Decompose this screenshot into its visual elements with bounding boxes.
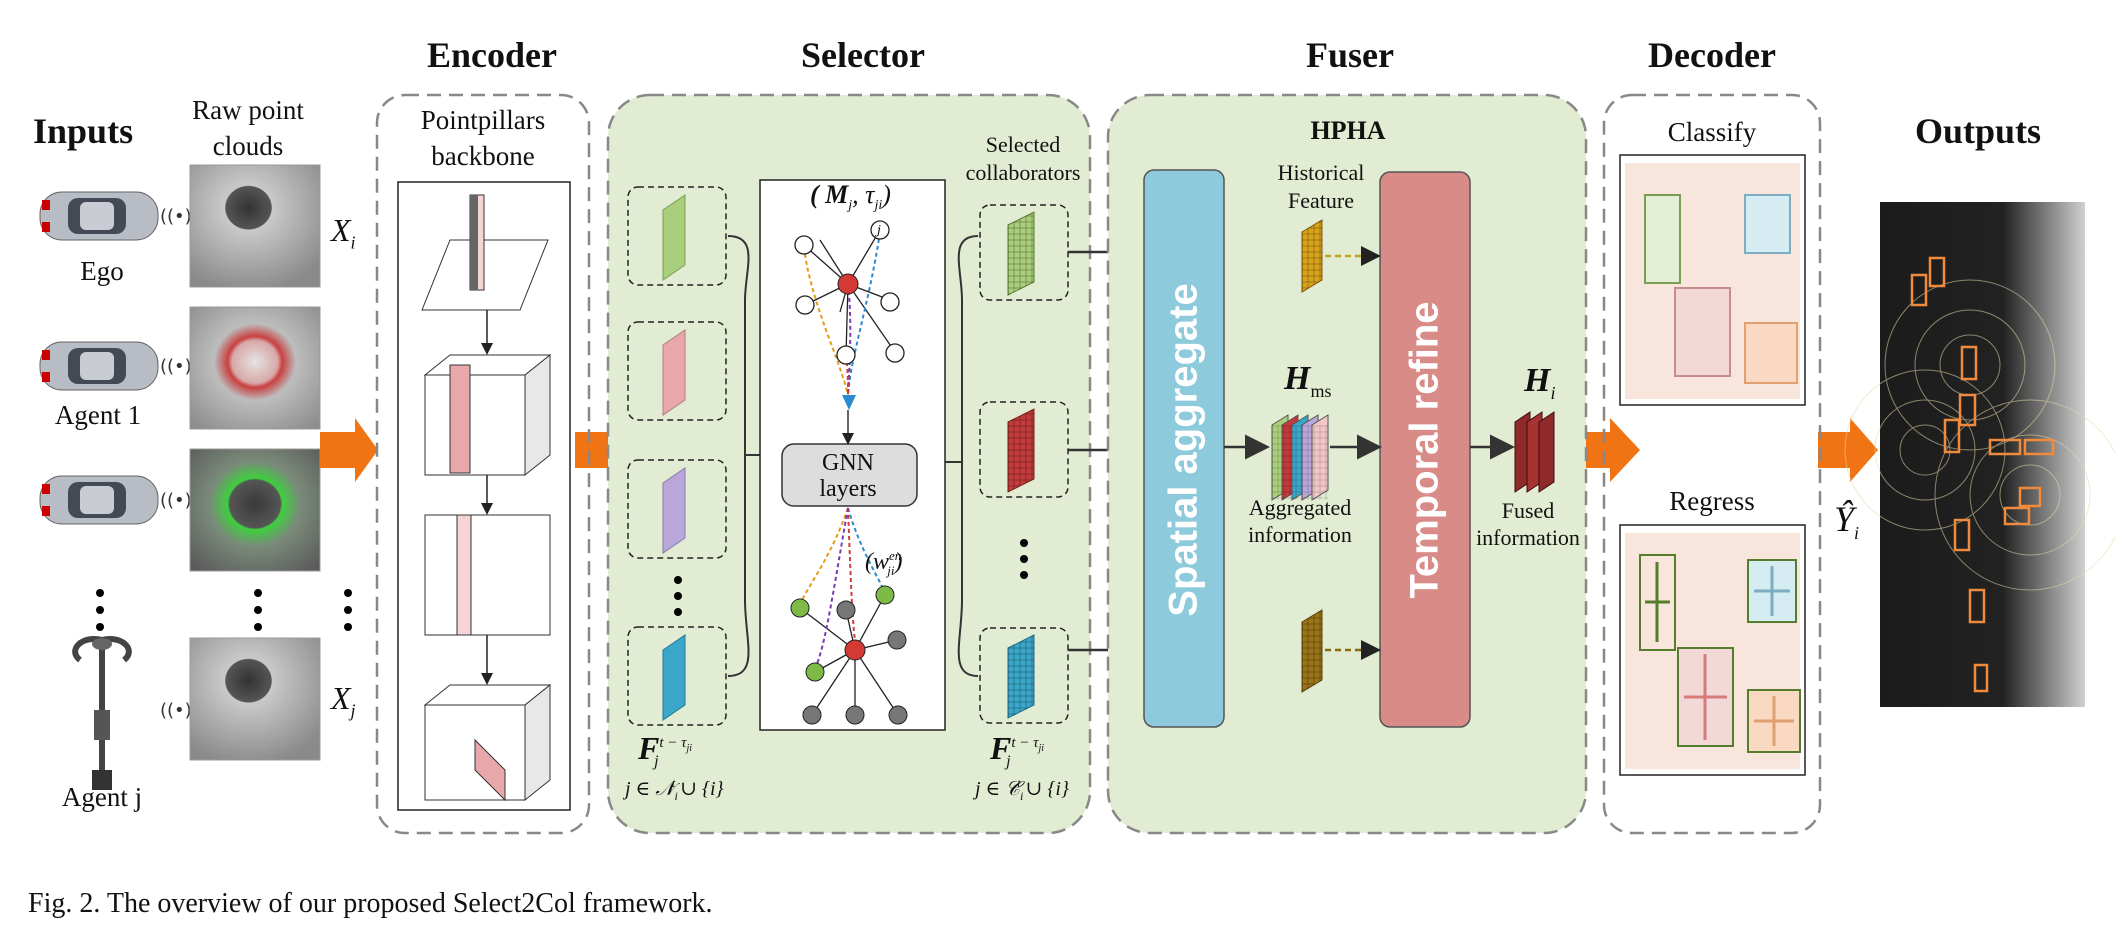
inputs-title: Inputs xyxy=(33,111,134,151)
hi-symbol: Hi xyxy=(1524,362,1556,403)
point-cloud-agent1 xyxy=(189,306,321,430)
prediction-symbol: Ŷi xyxy=(1834,499,1860,544)
classify-label: Classify xyxy=(1667,117,1757,147)
historical-feature-top xyxy=(1301,219,1323,293)
gnn-label-1: GNN xyxy=(822,450,874,476)
svg-text:((•)): ((•)) xyxy=(160,206,199,227)
svg-text:((•)): ((•)) xyxy=(160,700,199,721)
fuser-panel xyxy=(1106,93,1588,835)
temporal-refine-label: Temporal refine xyxy=(1402,301,1447,599)
decoder-panel xyxy=(1602,93,1822,835)
svg-text:((•)): ((•)) xyxy=(160,490,199,511)
figure-caption: Fig. 2. The overview of our proposed Sel… xyxy=(28,888,713,919)
output-detection-map xyxy=(1844,202,2115,707)
spatial-aggregate-block xyxy=(1143,169,1225,728)
xj-symbol: Xj xyxy=(331,680,356,721)
encoder-panel xyxy=(375,93,591,835)
selected-feature-blue xyxy=(1007,634,1035,719)
selected-feature-green xyxy=(1007,211,1035,296)
roadside-unit-icon xyxy=(72,636,132,790)
xi-symbol: Xi xyxy=(331,212,356,253)
feature-map-green xyxy=(662,194,686,281)
aggregated-feature-stack xyxy=(1271,414,1329,501)
point-cloud-ego xyxy=(189,164,321,288)
fused-label-2: information xyxy=(1476,525,1580,550)
ego-car-icon xyxy=(39,191,159,241)
fused-label-1: Fused xyxy=(1501,498,1555,523)
raw-point-clouds-label-2: clouds xyxy=(212,131,284,161)
feature-map-purple xyxy=(662,467,686,554)
feature-map-blue xyxy=(662,634,686,721)
feature-symbol-left: Ft − τjij xyxy=(638,730,693,771)
feature-symbol-right: Ft − τjij xyxy=(990,730,1045,771)
more-agents-ellipsis xyxy=(96,589,352,631)
selected-feature-red xyxy=(1007,408,1035,493)
outputs-title: Outputs xyxy=(1915,111,2042,151)
collaboration-graph-top: j xyxy=(794,220,905,410)
agent1-car-icon xyxy=(39,341,159,391)
selector-title: Selector xyxy=(801,35,925,75)
aggregated-label-2: information xyxy=(1248,522,1352,547)
fuser-title: Fuser xyxy=(1306,35,1394,75)
historical-label-2: Feature xyxy=(1288,188,1354,213)
encoder-title: Encoder xyxy=(427,35,557,75)
historical-label-1: Historical xyxy=(1277,160,1365,185)
regress-label: Regress xyxy=(1669,486,1755,516)
wireless-signal-icon: ((•)) ((•)) ((•)) ((•)) xyxy=(160,206,199,721)
hms-symbol: Hms xyxy=(1284,360,1332,401)
agent1-label: Agent 1 xyxy=(54,400,142,430)
collaborator-set-right: j ∈ 𝒞it ∪ {i} xyxy=(975,776,1069,803)
raw-point-clouds-label-1: Raw point xyxy=(192,95,304,125)
point-cloud-agentj xyxy=(189,637,321,761)
inputs-column: ((•)) ((•)) ((•)) ((•)) xyxy=(39,164,352,790)
neighbor-set-left: j ∈ 𝒩it ∪ {i} xyxy=(625,776,724,803)
ego-label: Ego xyxy=(80,256,124,286)
weight-symbol: (wenji) xyxy=(865,548,903,578)
collaboration-graph-bottom xyxy=(790,507,908,725)
agentj-label: Agent j xyxy=(61,782,143,812)
svg-text:((•)): ((•)) xyxy=(160,356,199,377)
decoder-title: Decoder xyxy=(1648,35,1776,75)
feature-map-pink xyxy=(662,329,686,416)
svg-text:j: j xyxy=(874,223,881,237)
selector-panel: j xyxy=(606,93,1092,835)
agent2-car-icon xyxy=(39,475,159,525)
aggregated-label-1: Aggregated xyxy=(1248,495,1352,520)
selected-label-2: collaborators xyxy=(965,160,1081,185)
mask-delay-tuple: ( Mj, τji) xyxy=(810,180,891,214)
selected-label-1: Selected xyxy=(985,132,1061,157)
gnn-label-2: layers xyxy=(819,476,877,502)
backbone-label-1: Pointpillars xyxy=(420,105,546,135)
historical-feature-bottom xyxy=(1301,609,1323,693)
spatial-aggregate-label: Spatial aggregate xyxy=(1161,283,1206,617)
backbone-label-2: backbone xyxy=(431,141,535,171)
point-cloud-agent2 xyxy=(189,448,321,572)
hpha-label: HPHA xyxy=(1310,116,1386,145)
fused-feature-stack xyxy=(1514,411,1555,493)
